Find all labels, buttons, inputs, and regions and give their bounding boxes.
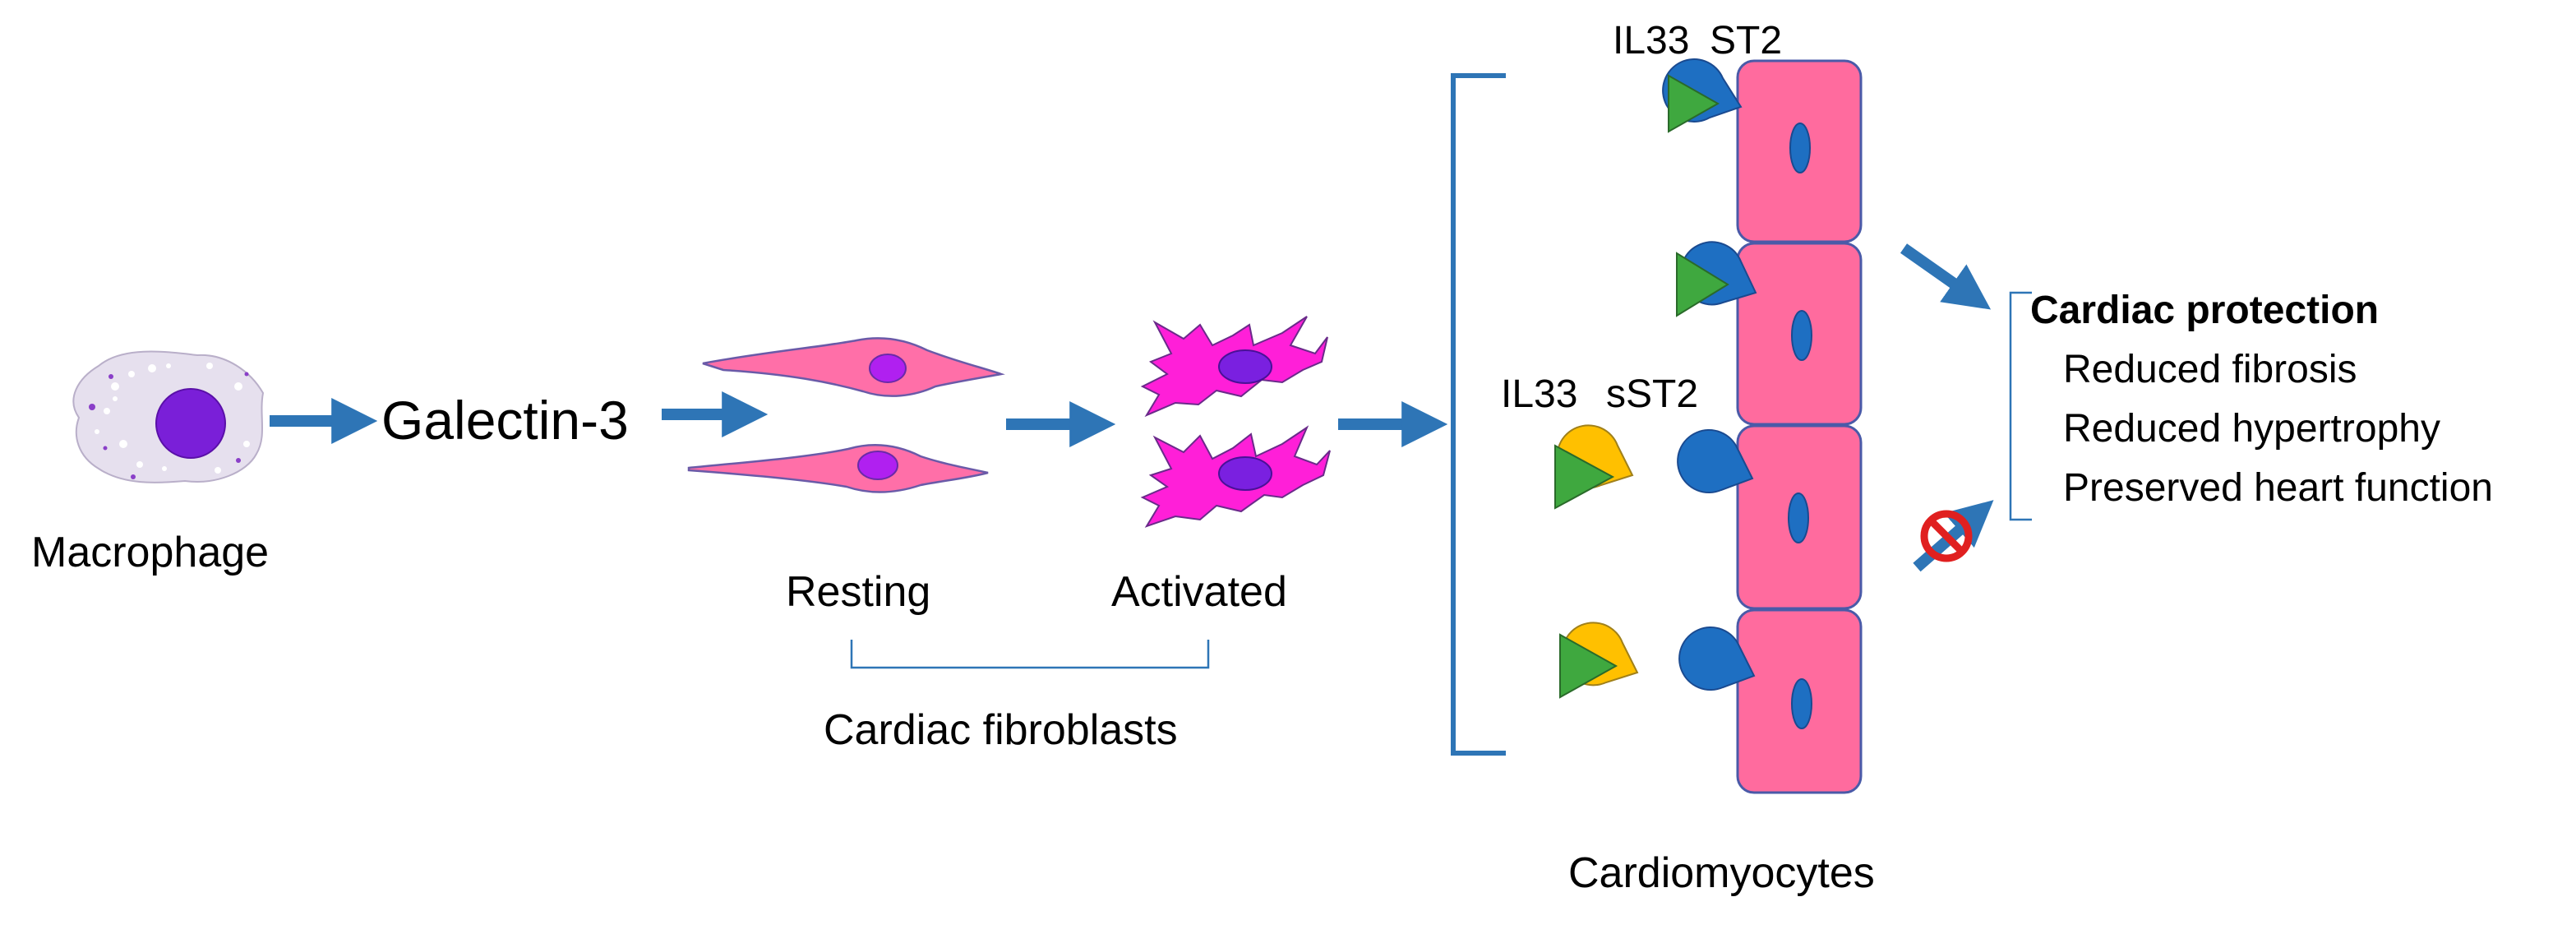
cardiomyocyte-stack xyxy=(1736,59,1863,794)
fibroblast-bracket xyxy=(850,640,1210,669)
st2-label: ST2 xyxy=(1710,19,1783,62)
il33-ligand xyxy=(1676,252,1729,317)
resting-fibroblasts xyxy=(687,337,1005,493)
galectin-3-label: Galectin-3 xyxy=(381,390,629,451)
outcome-item: Reduced hypertrophy xyxy=(2063,407,2440,451)
activated-label: Activated xyxy=(1111,568,1287,616)
il33-ligand xyxy=(1668,74,1720,133)
cardiomyocytes-label: Cardiomyocytes xyxy=(1568,849,1875,897)
arrow-to-protection xyxy=(1900,243,1992,310)
il33-ligands xyxy=(1554,74,1729,699)
resting-label: Resting xyxy=(786,568,931,616)
activated-fibroblasts xyxy=(1140,316,1331,528)
outcome-heading: Cardiac protection xyxy=(2030,289,2380,332)
st2-receptor xyxy=(1677,429,1754,494)
outcome-item: Reduced fibrosis xyxy=(2063,348,2357,391)
flow-arrows xyxy=(270,243,1994,572)
outcome-bracket xyxy=(2009,291,2032,521)
outcome-item: Preserved heart function xyxy=(2063,466,2493,510)
cardiac-fibroblasts-label: Cardiac fibroblasts xyxy=(824,706,1178,754)
sst2-label: sST2 xyxy=(1606,372,1699,416)
signaling-bracket xyxy=(1451,73,1506,756)
il33-ligand xyxy=(1559,633,1618,699)
inhibit-icon xyxy=(1920,510,1973,562)
macrophage-label: Macrophage xyxy=(31,529,270,576)
st2-receptor xyxy=(1678,627,1756,691)
il33-top-label: IL33 xyxy=(1613,19,1690,62)
arrow-blocked xyxy=(1913,500,1994,572)
macrophage-cell xyxy=(72,350,265,483)
il33-ligand xyxy=(1554,444,1615,510)
il33-mid-label: IL33 xyxy=(1501,372,1578,416)
macrophage-nucleus xyxy=(155,388,226,459)
